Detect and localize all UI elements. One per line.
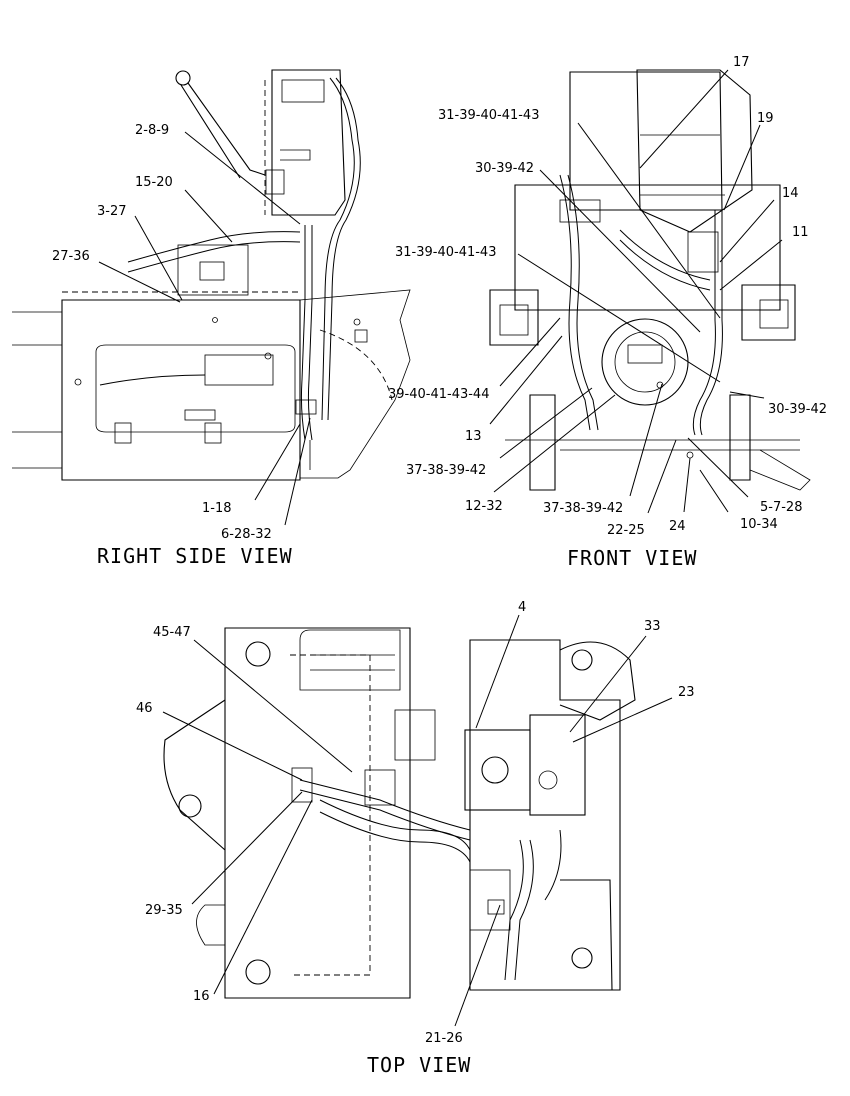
callout-30-39-42-upper: 30-39-42 [475, 161, 534, 176]
callout-2-8-9: 2-8-9 [135, 123, 169, 138]
callout-1-18: 1-18 [202, 501, 232, 516]
callout-22-25: 22-25 [607, 523, 645, 538]
callout-19: 19 [757, 111, 774, 126]
callout-6-28-32: 6-28-32 [221, 527, 272, 542]
front-view [489, 69, 811, 491]
callout-39-40-41-43-44: 39-40-41-43-44 [388, 387, 489, 402]
leader-lines [98, 69, 783, 1027]
callout-27-36: 27-36 [52, 249, 90, 264]
top-view [163, 627, 636, 999]
callout-5-7-28: 5-7-28 [760, 500, 802, 515]
callout-13: 13 [465, 429, 482, 444]
callout-15-20: 15-20 [135, 175, 173, 190]
callout-12-32: 12-32 [465, 499, 503, 514]
callout-14: 14 [782, 186, 799, 201]
callout-31-39-40-41-43-upper: 31-39-40-41-43 [438, 108, 539, 123]
callout-10-34: 10-34 [740, 517, 778, 532]
callout-17: 17 [733, 55, 750, 70]
top-view-title: TOP VIEW [367, 1053, 471, 1077]
callout-11: 11 [792, 225, 809, 240]
callout-3-27: 3-27 [97, 204, 127, 219]
callout-37-38-39-42-left: 37-38-39-42 [406, 463, 486, 478]
callout-33: 33 [644, 619, 661, 634]
callout-4: 4 [518, 600, 526, 615]
callout-16: 16 [193, 989, 210, 1004]
front-view-title: FRONT VIEW [567, 546, 697, 570]
callout-30-39-42-lower: 30-39-42 [768, 402, 827, 417]
callout-29-35: 29-35 [145, 903, 183, 918]
callout-46: 46 [136, 701, 153, 716]
callout-21-26: 21-26 [425, 1031, 463, 1046]
callout-23: 23 [678, 685, 695, 700]
callout-31-39-40-41-43-lower: 31-39-40-41-43 [395, 245, 496, 260]
callout-45-47: 45-47 [153, 625, 191, 640]
callout-37-38-39-42-right: 37-38-39-42 [543, 501, 623, 516]
callout-labels: 2-8-9 15-20 3-27 27-36 1-18 6-28-32 39-4… [52, 55, 827, 1046]
right-side-view [12, 69, 411, 481]
callout-24: 24 [669, 519, 686, 534]
right-side-view-title: RIGHT SIDE VIEW [97, 544, 293, 568]
